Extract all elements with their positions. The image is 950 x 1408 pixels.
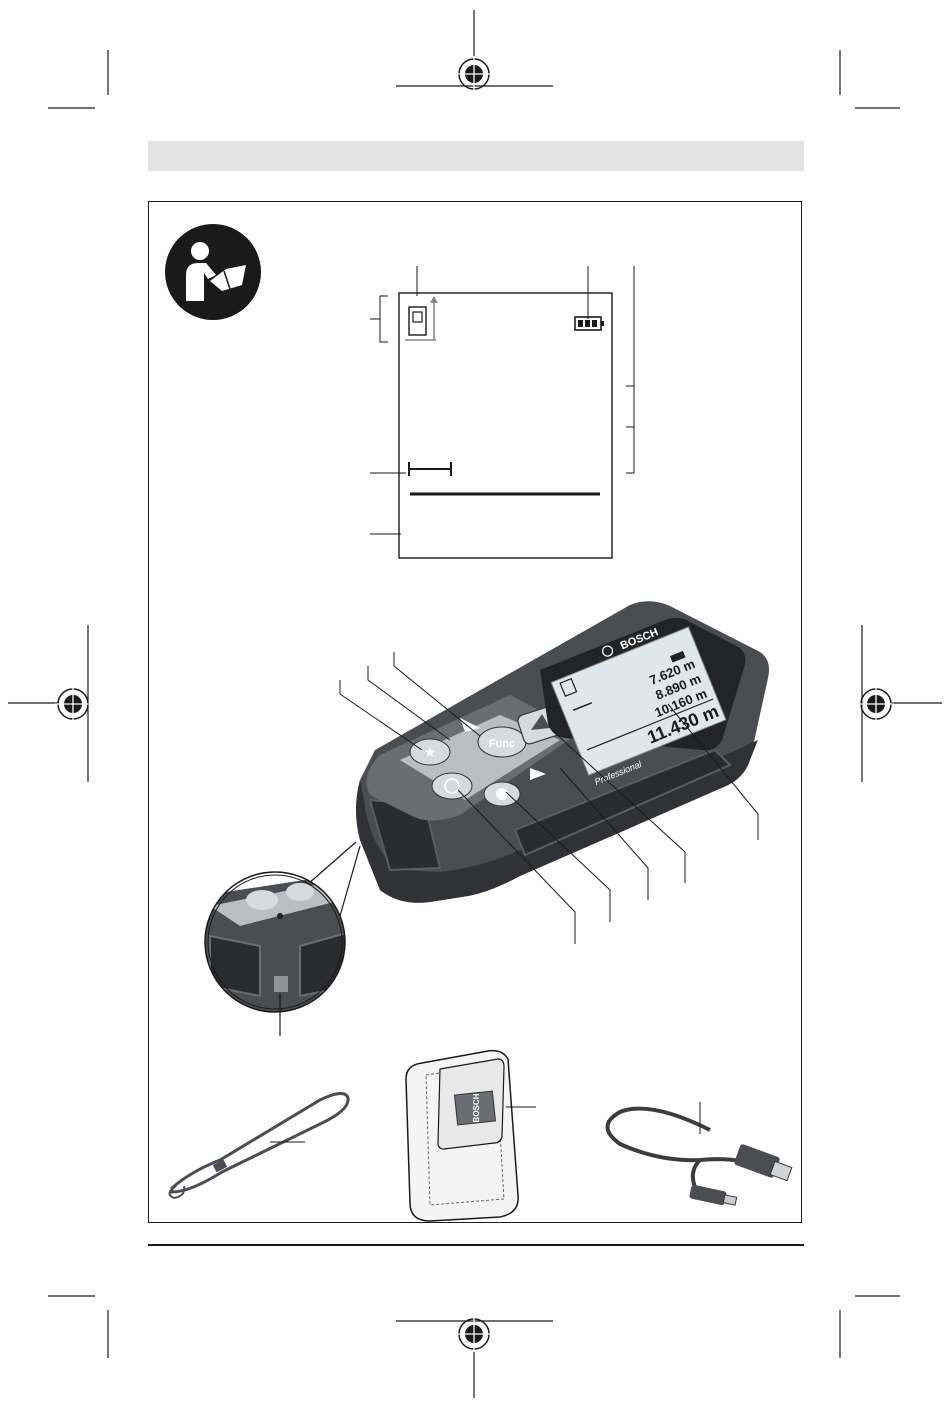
registration-mark: [55, 686, 91, 722]
registration-mark: [456, 1316, 492, 1352]
footer-rule: [148, 1244, 804, 1246]
svg-text:★: ★: [424, 744, 437, 760]
header-band: [148, 141, 804, 171]
registration-mark: [858, 686, 894, 722]
pouch-brand: BOSCH: [472, 1093, 481, 1122]
usb-cable-illustration: [590, 1090, 800, 1220]
func-key-label: Func: [489, 738, 515, 750]
zoom-inset: [200, 836, 370, 1036]
registration-mark: [456, 56, 492, 92]
wrist-strap-illustration: [160, 1080, 360, 1205]
read-manual-icon: [164, 223, 262, 321]
pouch-illustration: BOSCH: [400, 1045, 540, 1223]
laser-measure-illustration: ★ Func 7.620 m 8.890 m 10.160 m: [330, 600, 780, 945]
display-diagram: [360, 262, 650, 562]
